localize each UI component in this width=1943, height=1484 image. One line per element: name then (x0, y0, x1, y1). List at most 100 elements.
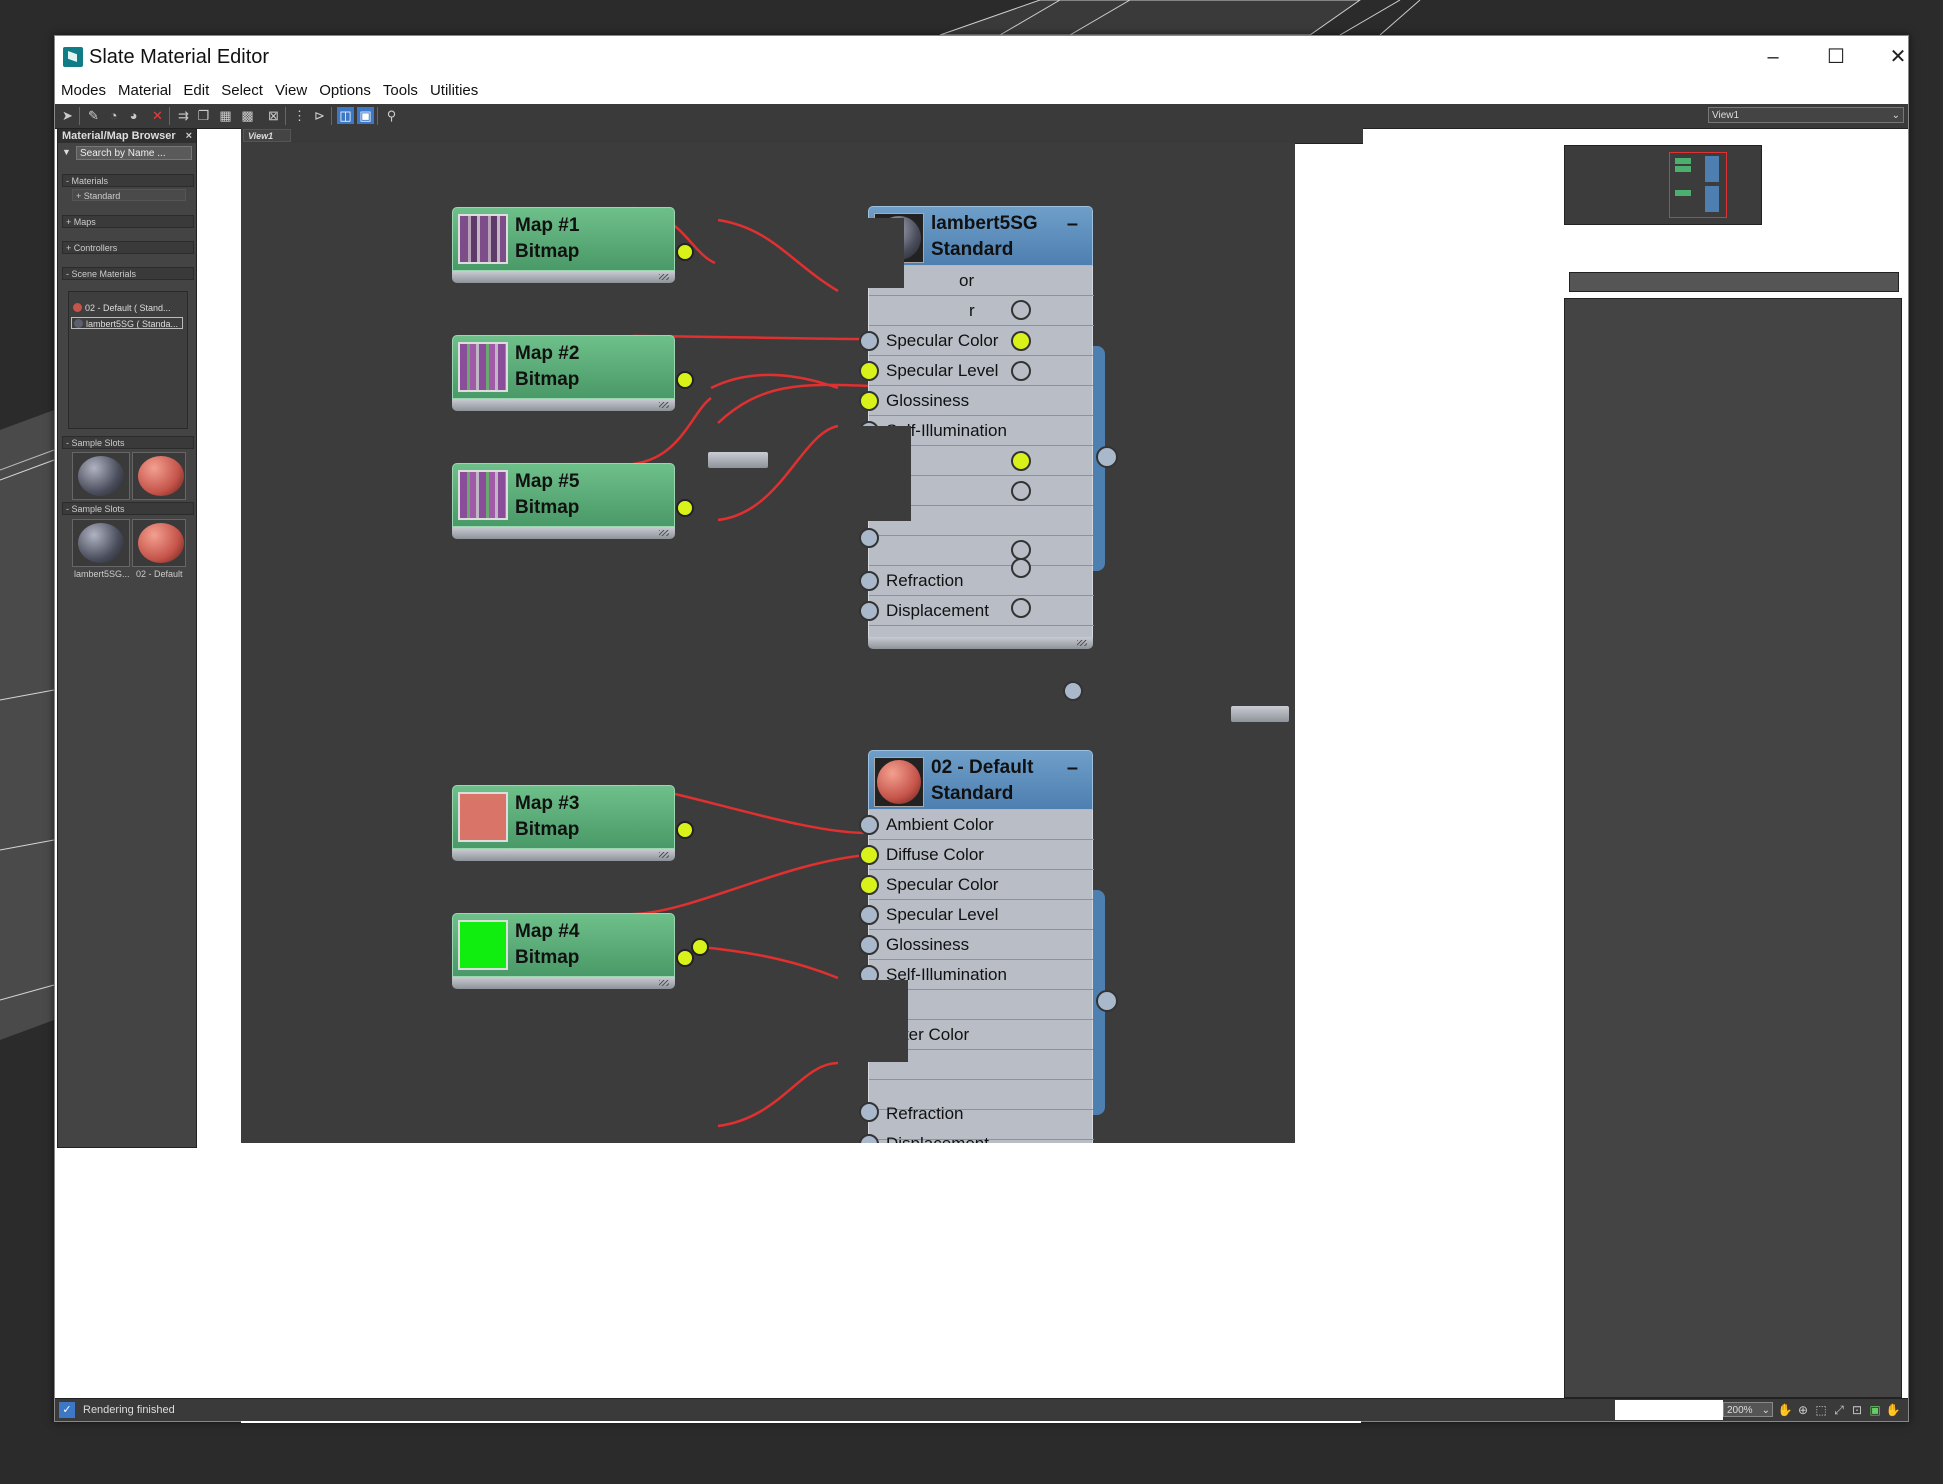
input-port[interactable] (859, 601, 879, 621)
group-scene-materials[interactable]: - Scene Materials (62, 267, 194, 280)
menu-tools[interactable]: Tools (382, 82, 418, 99)
parameter-editor-panel[interactable] (1564, 298, 1902, 1398)
menu-modes[interactable]: Modes (61, 82, 107, 99)
input-port[interactable] (859, 905, 879, 925)
node-map1[interactable]: Map #1 Bitmap (452, 207, 694, 289)
menu-edit[interactable]: Edit (183, 82, 210, 99)
output-port[interactable] (676, 371, 694, 389)
node-02-default[interactable]: 02 - Default Standard – Ambient Color Di… (859, 750, 1118, 1143)
pointer-icon[interactable]: ➤ (62, 108, 73, 123)
pick-material-icon[interactable]: ◔ (109, 108, 118, 123)
slot-row[interactable]: Specular Color (859, 326, 1094, 356)
slot-row[interactable]: or (869, 266, 1094, 296)
hide-icon[interactable]: ⊳ (314, 108, 325, 123)
slot-output-port[interactable] (1011, 361, 1031, 381)
input-port[interactable] (859, 1102, 879, 1122)
copy-icon[interactable]: ❐ (197, 108, 210, 123)
group-materials[interactable]: - Materials (62, 174, 194, 187)
slot-row[interactable]: Specular Level (859, 900, 1094, 930)
slot-output-port[interactable] (1011, 451, 1031, 471)
slot-output-port[interactable] (1011, 331, 1031, 351)
slot-row[interactable]: Glossiness (859, 386, 1094, 416)
slot-row[interactable] (859, 528, 1094, 566)
menu-options[interactable]: Options (319, 82, 371, 99)
slot-row[interactable]: Specular Level (859, 356, 1094, 386)
zoom-select[interactable]: 200% ⌄ (1723, 1402, 1773, 1417)
close-button[interactable]: ✕ (1889, 46, 1907, 68)
slot-output-port[interactable] (1011, 481, 1031, 501)
menu-view[interactable]: View (274, 82, 308, 99)
node-header[interactable]: Map #5 Bitmap (452, 463, 675, 527)
output-port[interactable] (676, 243, 694, 261)
group-controllers[interactable]: + Controllers (62, 241, 194, 254)
slot-row[interactable]: Ambient Color (859, 810, 1094, 840)
stray-output-port[interactable] (691, 938, 709, 956)
minimize-node-button[interactable]: – (1066, 757, 1078, 779)
input-port[interactable] (859, 331, 879, 351)
collapsed-node[interactable] (1231, 706, 1289, 722)
node-header[interactable]: 02 - Default Standard – (868, 750, 1093, 810)
node-map2[interactable]: Map #2 Bitmap (452, 335, 694, 417)
sample-slot[interactable] (72, 519, 130, 567)
input-port[interactable] (859, 528, 879, 548)
slot-row[interactable]: Diffuse Color (859, 840, 1094, 870)
menu-utilities[interactable]: Utilities (429, 82, 479, 99)
material-output-port[interactable] (1096, 990, 1118, 1012)
input-port[interactable] (859, 571, 879, 591)
node-map4[interactable]: Map #4 Bitmap (452, 913, 694, 995)
pan-to-selected-icon[interactable]: ✋ (1885, 1403, 1901, 1417)
minimize-button[interactable]: – (1767, 46, 1779, 68)
material-output-port[interactable] (1096, 446, 1118, 468)
checker-icon[interactable]: ▩ (241, 108, 254, 123)
slot-row[interactable] (869, 506, 1094, 536)
zoom-icon[interactable]: ⊕ (1797, 1403, 1809, 1417)
slot-output-port[interactable] (1011, 598, 1031, 618)
input-port[interactable] (859, 815, 879, 835)
collapsed-node[interactable] (708, 452, 768, 468)
background-icon[interactable]: ▦ (219, 108, 232, 123)
node-header[interactable]: Map #1 Bitmap (452, 207, 675, 271)
group-maps[interactable]: + Maps (62, 215, 194, 228)
output-port[interactable] (676, 821, 694, 839)
show-map-icon[interactable]: ◫ (337, 107, 354, 124)
slot-row[interactable] (869, 1050, 1094, 1080)
input-port[interactable] (859, 845, 879, 865)
group-sample-slots[interactable]: - Sample Slots (62, 502, 194, 515)
node-lambert5sg[interactable]: lambert5SG Standard – or r Specular Colo… (859, 206, 1118, 656)
slot-row[interactable]: r (869, 296, 1094, 326)
search-input[interactable]: Search by Name ... (76, 146, 192, 160)
slot-row[interactable]: Refraction (859, 1102, 1094, 1140)
input-port[interactable] (859, 875, 879, 895)
slot-row[interactable] (869, 990, 1094, 1020)
zoom-region-icon[interactable]: ⬚ (1815, 1403, 1827, 1417)
group-sample-slots[interactable]: - Sample Slots (62, 436, 194, 449)
slot-row[interactable]: Glossiness (859, 930, 1094, 960)
sample-slot[interactable] (72, 452, 130, 500)
slot-output-port[interactable] (1011, 300, 1031, 320)
highlight-icon[interactable]: ▣ (1869, 1403, 1881, 1417)
tab-view1[interactable]: View1 (243, 129, 291, 142)
maximize-button[interactable]: ☐ (1827, 46, 1845, 68)
slot-output-port[interactable] (1011, 558, 1031, 578)
slot-row[interactable]: Specular Color (859, 870, 1094, 900)
node-header[interactable]: Map #2 Bitmap (452, 335, 675, 399)
stray-port[interactable] (1063, 681, 1083, 701)
group-standard[interactable]: + Standard (72, 189, 186, 201)
material-in-viewport-icon[interactable]: ▣ (357, 107, 374, 124)
assign-icon[interactable]: ◕ (129, 108, 138, 123)
slot-row[interactable] (869, 476, 1094, 506)
menu-select[interactable]: Select (221, 82, 263, 99)
sample-slot[interactable] (132, 452, 186, 500)
node-header[interactable]: Map #4 Bitmap (452, 913, 675, 977)
input-port[interactable] (859, 1134, 879, 1143)
close-icon[interactable]: × (185, 130, 192, 142)
output-port[interactable] (676, 949, 694, 967)
delete-icon[interactable]: ✕ (152, 108, 163, 123)
slot-row[interactable] (869, 446, 1094, 476)
zoom-extents-icon[interactable]: ⤢ (1834, 1403, 1844, 1417)
select-by-material-icon[interactable]: ⚲ (386, 108, 397, 123)
layout-icon[interactable]: ⊠ (268, 108, 279, 123)
list-item[interactable]: lambert5SG ( Standa... (71, 317, 183, 329)
slot-row[interactable]: Displacement (859, 596, 1094, 626)
output-port[interactable] (676, 499, 694, 517)
